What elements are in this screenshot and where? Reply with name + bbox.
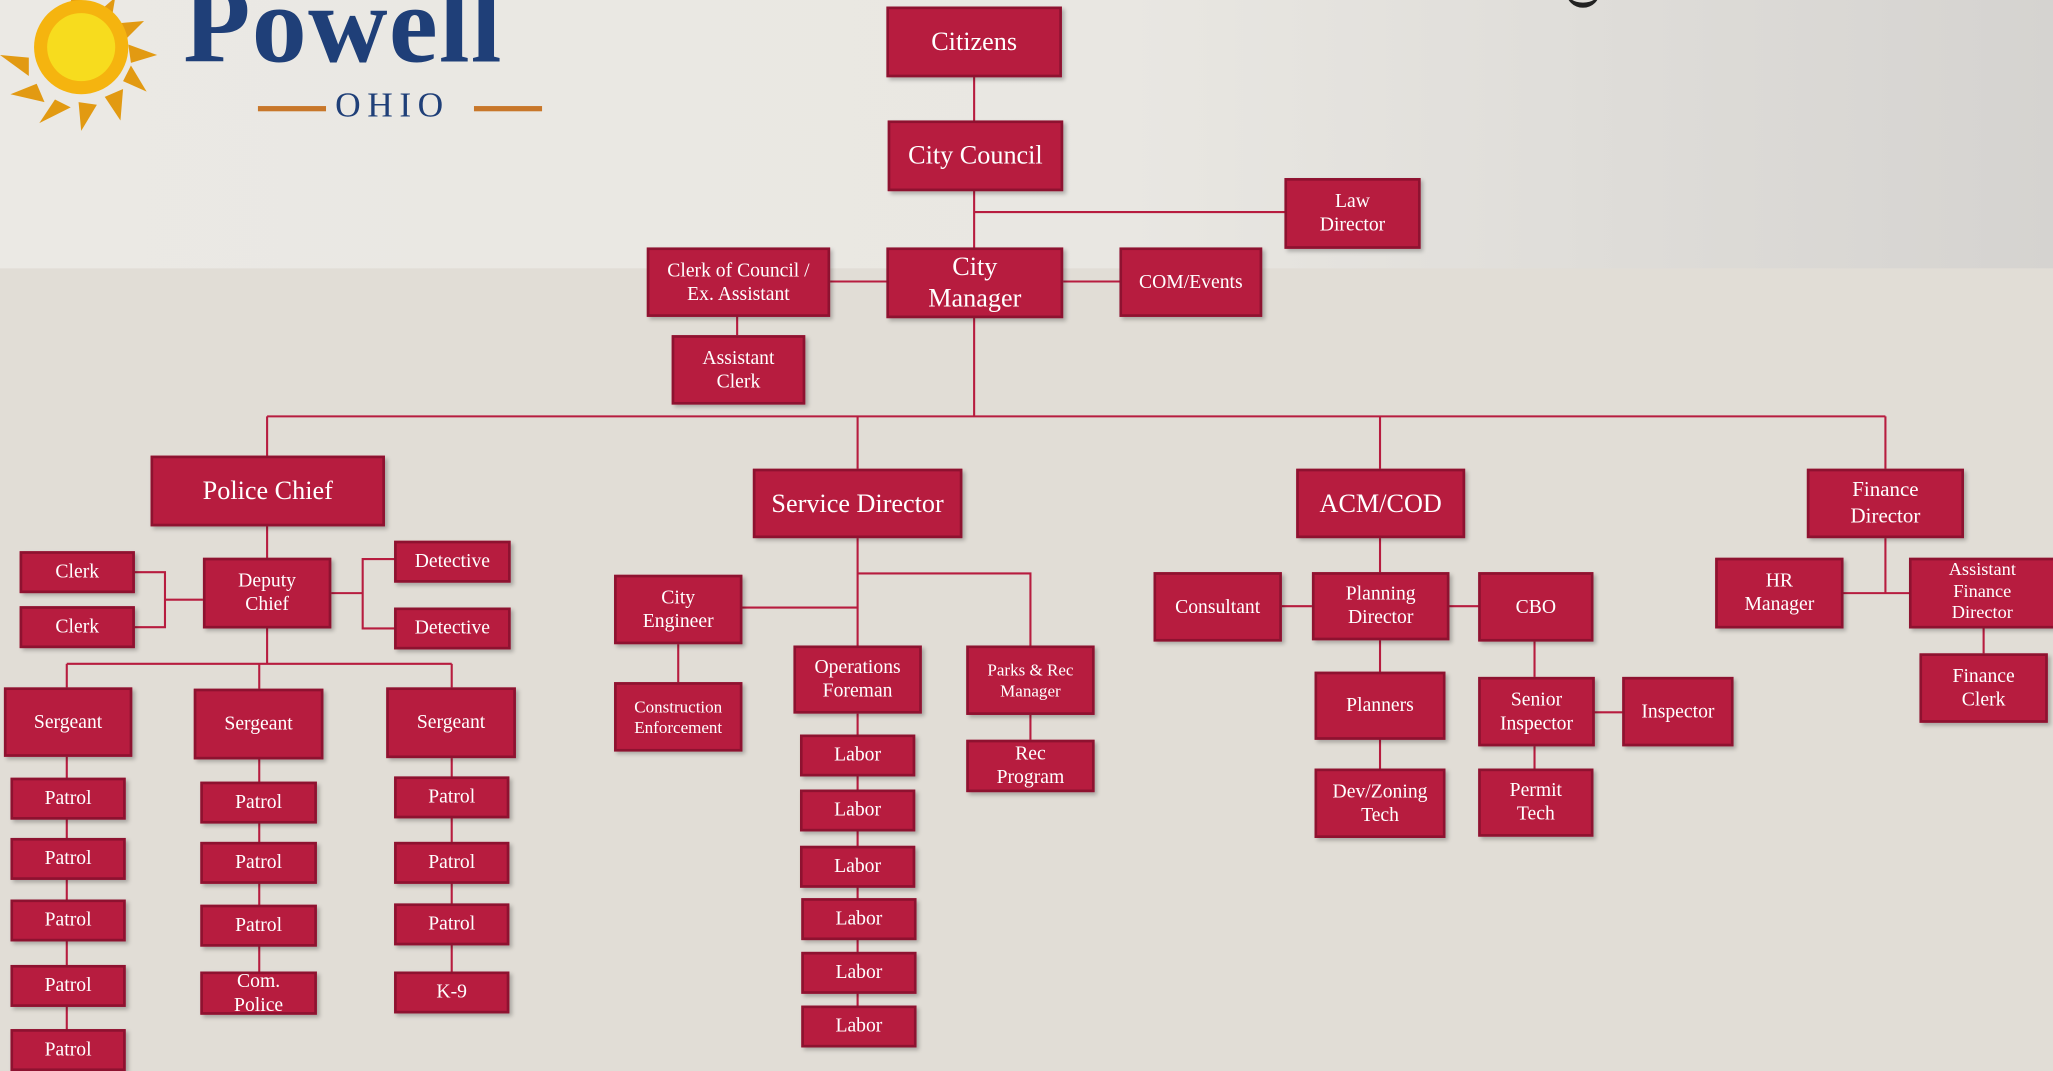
logo-subtitle: OHIO xyxy=(335,85,450,125)
node-patrol: Patrol xyxy=(10,964,126,1007)
node-patrol: Patrol xyxy=(394,841,510,884)
node-labor: Labor xyxy=(799,789,916,832)
node-labor: Labor xyxy=(799,734,916,777)
node-assistant-finance-director: Assistant Finance Director xyxy=(1908,557,2053,629)
node-senior-inspector: Senior Inspector xyxy=(1478,676,1595,747)
node-patrol: Patrol xyxy=(200,904,317,947)
node-permit-tech: Permit Tech xyxy=(1478,768,1594,837)
node-com-police: Com. Police xyxy=(200,971,317,1015)
node-patrol: Patrol xyxy=(200,781,317,824)
logo-rule-right xyxy=(473,106,543,112)
node-sergeant-2: Sergeant xyxy=(193,688,324,760)
node-labor: Labor xyxy=(801,1005,917,1048)
node-dev-zoning-tech: Dev/Zoning Tech xyxy=(1314,768,1446,838)
node-clerk-1: Clerk xyxy=(19,551,135,594)
node-construction-enforcement: Construction Enforcement xyxy=(614,682,743,752)
node-assistant-clerk: Assistant Clerk xyxy=(671,335,806,405)
node-deputy-chief: Deputy Chief xyxy=(202,557,332,629)
node-hr-manager: HR Manager xyxy=(1715,557,1844,629)
node-patrol: Patrol xyxy=(10,1029,126,1071)
node-clerk-of-council: Clerk of Council / Ex. Assistant xyxy=(646,247,831,317)
node-labor: Labor xyxy=(799,845,916,888)
powell-ohio-logo: Powell OHIO xyxy=(0,0,628,131)
node-service-director: Service Director xyxy=(752,468,963,539)
node-patrol: Patrol xyxy=(10,777,126,820)
node-city-engineer: City Engineer xyxy=(614,574,743,645)
cropped-title-glyph xyxy=(1565,0,1600,8)
node-clerk-2: Clerk xyxy=(19,606,135,649)
node-acm-cod: ACM/COD xyxy=(1296,468,1466,539)
node-patrol: Patrol xyxy=(394,776,510,819)
node-com-events: COM/Events xyxy=(1119,247,1263,317)
node-patrol: Patrol xyxy=(394,903,510,946)
node-citizens: Citizens xyxy=(886,6,1062,78)
node-finance-clerk: Finance Clerk xyxy=(1919,653,2048,723)
node-consultant: Consultant xyxy=(1153,572,1282,642)
node-cbo: CBO xyxy=(1478,572,1594,642)
node-finance-director: Finance Director xyxy=(1806,468,1964,539)
node-inspector: Inspector xyxy=(1622,676,1734,747)
node-sergeant-1: Sergeant xyxy=(3,687,133,757)
node-planning-director: Planning Director xyxy=(1311,572,1450,641)
node-planners: Planners xyxy=(1314,671,1446,740)
logo-rule-left xyxy=(257,106,327,112)
node-city-council: City Council xyxy=(887,120,1064,192)
node-patrol: Patrol xyxy=(10,899,126,942)
node-k9: K-9 xyxy=(394,971,510,1014)
node-law-director: Law Director xyxy=(1284,178,1421,249)
logo-wordmark: Powell xyxy=(183,0,503,87)
node-city-manager: City Manager xyxy=(886,247,1064,319)
node-detective-2: Detective xyxy=(394,607,511,650)
node-patrol: Patrol xyxy=(200,841,317,884)
node-operations-foreman: Operations Foreman xyxy=(793,645,922,714)
node-labor: Labor xyxy=(801,898,917,941)
node-patrol: Patrol xyxy=(10,837,126,880)
node-parks-rec-manager: Parks & Rec Manager xyxy=(966,645,1095,715)
node-rec-program: Rec Program xyxy=(966,739,1095,793)
node-detective-1: Detective xyxy=(394,540,511,583)
node-labor: Labor xyxy=(801,951,917,994)
node-police-chief: Police Chief xyxy=(150,455,385,527)
node-sergeant-3: Sergeant xyxy=(386,687,516,759)
sun-icon xyxy=(0,0,158,131)
